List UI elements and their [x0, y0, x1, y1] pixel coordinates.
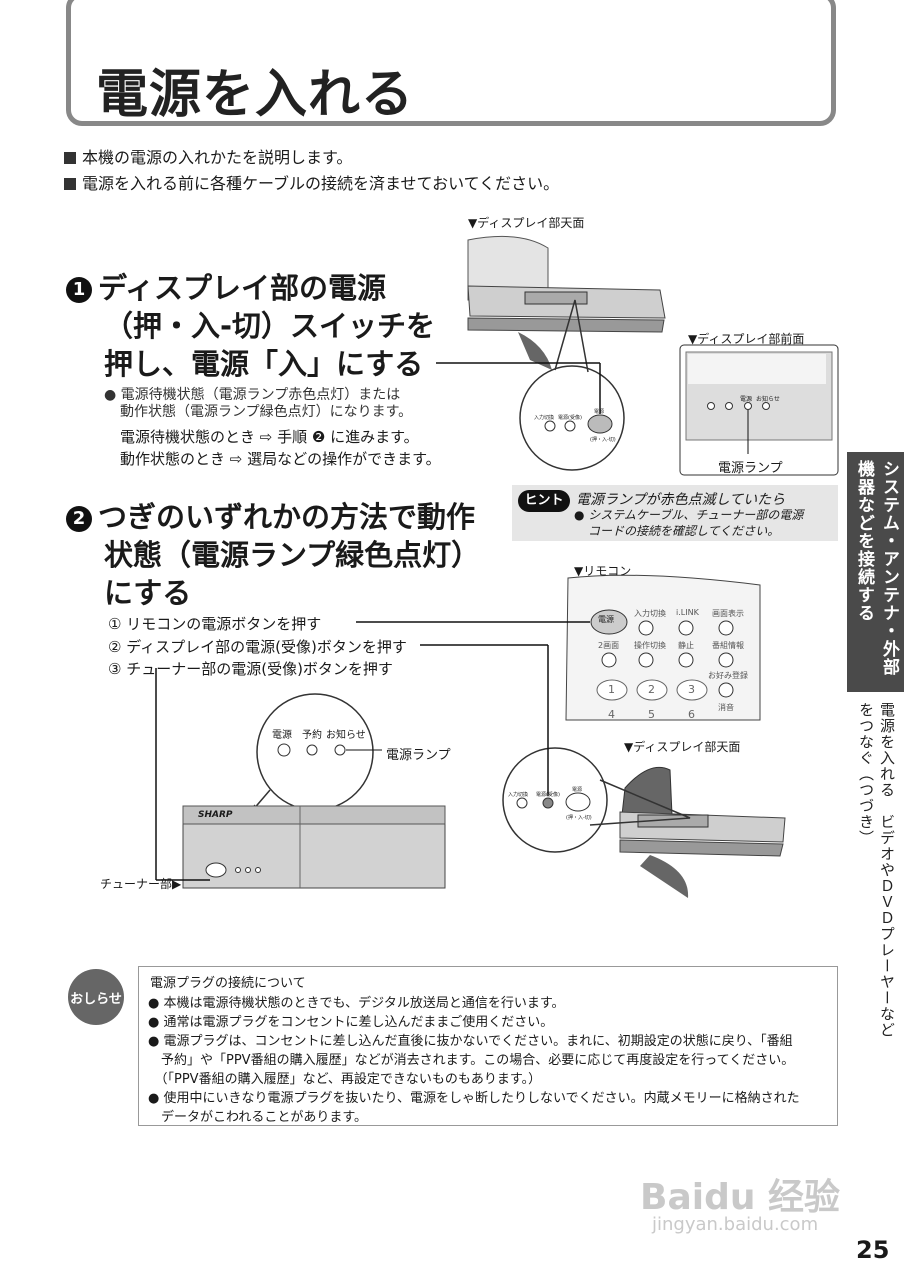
chapter-tab [847, 452, 904, 692]
step2-title-line-3: にする [104, 576, 192, 610]
watermark-url: jingyan.baidu.com [652, 1214, 819, 1235]
notice-line-3: ● 電源プラグは、コンセントに差し込んだ直後に抜かないでください。まれに、初期設… [148, 1034, 793, 1049]
notice-badge: おしらせ [70, 992, 122, 1007]
zoom1-label-input: 入力切換 [534, 415, 555, 421]
hint-line-1: ● システムケーブル、チューナー部の電源 [574, 508, 804, 522]
intro-line-2: 電源を入れる前に各種ケーブルの接続を済ませておいてください。 [64, 170, 559, 194]
step1-standby: 電源待機状態のとき ⇨ 手順 ❷ に進みます。 [120, 428, 419, 446]
step2-method-3: ③ チューナー部の電源(受像)ボタンを押す [108, 660, 393, 678]
intro-line-1: 本機の電源の入れかたを説明します。 [64, 144, 352, 168]
caption-display-top-2: ▼ディスプレイ部天面 [624, 740, 741, 754]
step2-title-line-2: 状態（電源ランプ緑色点灯） [104, 538, 481, 572]
remote-2screen-label: 2画面 [598, 641, 620, 650]
notice-line-1: ● 本機は電源待機状態のときでも、デジタル放送局と通信を行います。 [148, 996, 565, 1011]
hint-badge: ヒント [518, 490, 570, 512]
zoom2-label-power: 電源 [572, 787, 583, 793]
step2-method-2: ② ディスプレイ部の電源(受像)ボタンを押す [108, 638, 407, 656]
remote-mode-label: 操作切換 [634, 641, 666, 650]
notice-line-4: 予約」や「PPV番組の購入履歴」などが消去されます。この場合、必要に応じて再度設… [148, 1053, 795, 1068]
zoom1-label-power: 電源 [594, 409, 605, 415]
notice-box [138, 966, 838, 1126]
chapter-sub-text: 電源を入れる ビデオやＤＶＤプレーヤーなどをつなぐ（つづき） [857, 702, 896, 1038]
notice-line-5: （「PPV番組の購入履歴」など、再設定できないものもあります。） [148, 1072, 542, 1087]
notice-title: 電源プラグの接続について [150, 976, 306, 991]
step1-title-line-2: （押・入-切）スイッチを [104, 309, 436, 343]
step1-note-line-1: ● 電源待機状態（電源ランプ赤色点灯）または [104, 387, 401, 403]
remote-freeze-label: 静止 [678, 641, 694, 650]
remote-power-label: 電源 [598, 615, 614, 624]
step2-method-1: ① リモコンの電源ボタンを押す [108, 615, 322, 633]
caption-remote: ▼リモコン [574, 564, 632, 578]
tuner-label-notice: お知らせ [326, 730, 366, 741]
chapter-tab-text: システム・アンテナ・外部機器などを接続する [854, 460, 899, 676]
step1-title-line-3: 押し、電源「入」にする [104, 347, 424, 381]
remote-display-label: 画面表示 [712, 609, 744, 618]
tuner-label-power: 電源 [272, 730, 292, 741]
notice-line-2: ● 通常は電源プラグをコンセントに差し込んだままご使用ください。 [148, 1015, 554, 1030]
remote-favorite-label: お好み登録 [708, 671, 748, 680]
hint-line-2: コードの接続を確認してください。 [588, 524, 780, 538]
caption-display-top: ▼ディスプレイ部天面 [468, 216, 585, 230]
tuner-label: チューナー部▶ [100, 877, 182, 891]
remote-ilink-label: i.LINK [676, 608, 699, 617]
step1-active: 動作状態のとき ⇨ 選局などの操作ができます。 [120, 450, 441, 468]
remote-key-6: 6 [688, 708, 695, 721]
zoom1-label-power-recv: 電源(受像) [558, 415, 582, 421]
remote-key-2: 2 [648, 683, 655, 696]
brand-logo: SHARP [198, 810, 233, 820]
zoom2-label-switch: (押・入-切) [566, 815, 592, 821]
remote-key-3: 3 [688, 683, 695, 696]
page-title: 電源を入れる [96, 65, 415, 125]
front-label-power: 電源 [740, 396, 753, 403]
zoom2-label-power-recv: 電源(受像) [536, 792, 560, 798]
remote-key-5: 5 [648, 708, 655, 721]
zoom2-label-input: 入力切換 [508, 792, 529, 798]
page-number: 25 [856, 1236, 890, 1264]
remote-key-1: 1 [608, 683, 615, 696]
remote-info-label: 番組情報 [712, 641, 744, 650]
notice-line-6: ● 使用中にいきなり電源プラグを抜いたり、電源をしゃ断したりしないでください。内… [148, 1091, 800, 1106]
remote-key-4: 4 [608, 708, 615, 721]
remote-mute-label: 消音 [718, 703, 734, 712]
watermark-logo: Baidu 经验 [640, 1177, 841, 1218]
zoom1-label-switch: (押・入-切) [590, 437, 616, 443]
notice-line-7: データがこわれることがあります。 [148, 1110, 368, 1125]
front-label-notice: お知らせ [756, 396, 780, 403]
hint-title: 電源ランプが赤色点滅していたら [576, 492, 786, 508]
step1-note-line-2: 動作状態（電源ランプ緑色点灯）になります。 [120, 404, 413, 420]
tuner-power-lamp-label: 電源ランプ [386, 748, 451, 763]
caption-display-front: ▼ディスプレイ部前面 [688, 332, 805, 346]
title-frame [66, 0, 836, 126]
remote-input-label: 入力切換 [634, 609, 666, 618]
tuner-label-timer: 予約 [302, 730, 322, 741]
front-power-lamp-label: 電源ランプ [718, 461, 783, 476]
